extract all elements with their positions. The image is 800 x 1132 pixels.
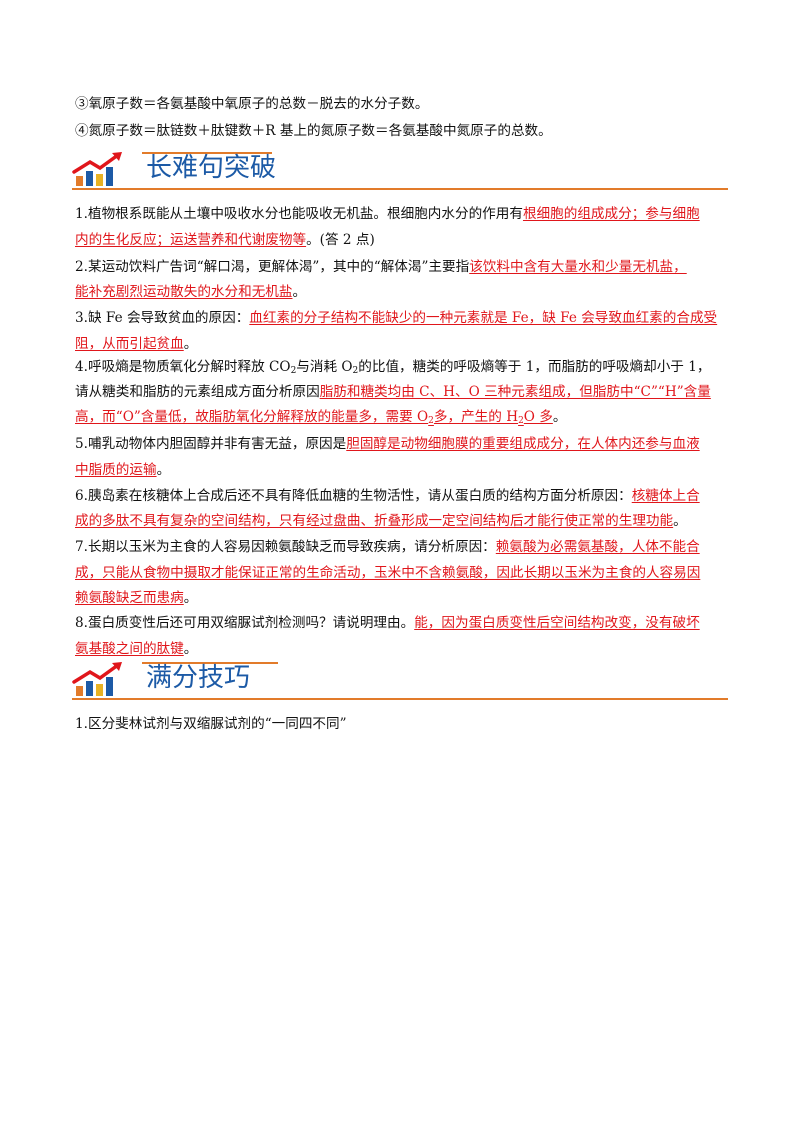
q6-answer-part-1: 核糖体上合 (631, 488, 700, 504)
q6-answer-part-2: 成的多肽不具有复杂的空间结构，只有经过盘曲、折叠形成一定空间结构后才能行使正常的… (75, 513, 674, 529)
q4-answer-part-4: O 多 (523, 409, 553, 425)
q8-line-1: 8.蛋白质变性后还可用双缩脲试剂检测吗？请说明理由。能，因为蛋白质变性后空间结构… (75, 615, 735, 632)
q4-subscript-o2-answer: 2 (428, 416, 434, 426)
section-title: 满分技巧 (146, 663, 251, 693)
q4-subscript-h2o: 2 (518, 416, 524, 426)
q4-answer-part-3: 多，产生的 H (433, 409, 519, 425)
q2-line-2: 能补充剧烈运动散失的水分和无机盐。 (75, 284, 735, 301)
q4-line-2: 请从糖类和脂肪的元素组成方面分析原因脂肪和糖类均由 C、H、O 三种元素组成，但… (75, 384, 735, 401)
q4-text-1a: 4.呼吸熵是物质氧化分解时释放 CO (75, 359, 291, 375)
rising-chart-icon (72, 152, 122, 186)
intro-line-4: ④氮原子数＝肽链数＋肽键数＋R 基上的氮原子数＝各氨基酸中氮原子的总数。 (75, 123, 552, 139)
q5-answer-part-2: 中脂质的运输 (75, 462, 157, 478)
q3-question: 3.缺 Fe 会导致贫血的原因： (75, 310, 250, 326)
q3-tail: 。 (183, 336, 198, 352)
q1-answer-part-1: 根细胞的组成成分；参与细胞 (522, 206, 700, 222)
q8-line-2: 氨基酸之间的肽键。 (75, 641, 735, 658)
q1-line-2: 内的生化反应；运送营养和代谢废物等。(答 2 点) (75, 232, 735, 249)
header-rule (72, 188, 728, 190)
q7-answer-part-1: 赖氨酸为必需氨基酸，人体不能合 (495, 539, 700, 555)
q5-question: 5.哺乳动物体内胆固醇并非有害无益，原因是 (75, 436, 347, 452)
q7-line-1: 7.长期以玉米为主食的人容易因赖氨酸缺乏而导致疾病，请分析原因：赖氨酸为必需氨基… (75, 539, 735, 556)
q6-tail: 。 (673, 513, 687, 529)
q7-line-3: 赖氨酸缺乏而患病。 (75, 590, 735, 607)
q2-answer-part-2: 能补充剧烈运动散失的水分和无机盐 (75, 284, 293, 300)
q4-line-1: 4.呼吸熵是物质氧化分解时释放 CO2与消耗 O2的比值，糖类的呼吸熵等于 1，… (75, 359, 735, 376)
header-rule (72, 698, 728, 700)
q1-question: 1.植物根系既能从土壤中吸收水分也能吸收无机盐。根细胞内水分的作用有 (75, 206, 523, 222)
q2-answer-part-1: 该饮料中含有大量水和少量无机盐， (469, 259, 687, 275)
header-accent-bar (142, 662, 278, 664)
q1-answer-part-2: 内的生化反应；运送营养和代谢废物等 (75, 232, 307, 248)
q3-answer-part-1: 血红素的分子结构不能缺少的一种元素就是 Fe，缺 Fe 会导致血红素的合成受 (249, 310, 718, 326)
q8-question: 8.蛋白质变性后还可用双缩脲试剂检测吗？请说明理由。 (75, 615, 415, 631)
q1-line-1: 1.植物根系既能从土壤中吸收水分也能吸收无机盐。根细胞内水分的作用有根细胞的组成… (75, 206, 735, 223)
tip-1: 1.区分斐林试剂与双缩脲试剂的“一同四不同” (75, 716, 347, 732)
q4-answer-part-2: 高，而“O”含量低，故脂肪氧化分解释放的能量多，需要 O (75, 409, 429, 425)
q2-question: 2.某运动饮料广告词“解口渴，更解体渴”，其中的“解体渴”主要指 (75, 259, 470, 275)
q3-line-2: 阻，从而引起贫血。 (75, 336, 735, 353)
q4-answer-part-1: 脂肪和糖类均由 C、H、O 三种元素组成，但脂肪中“C”“H”含量 (319, 384, 711, 400)
q5-line-1: 5.哺乳动物体内胆固醇并非有害无益，原因是胆固醇是动物细胞膜的重要组成成分，在人… (75, 436, 735, 453)
q4-text-1c: 的比值，糖类的呼吸熵等于 1，而脂肪的呼吸熵却小于 1， (358, 359, 711, 375)
section-header-long-sentences: 长难句突破 (72, 150, 728, 190)
rising-chart-icon (72, 662, 122, 696)
q7-tail: 。 (183, 590, 198, 606)
q6-question: 6.胰岛素在核糖体上合成后还不具有降低血糖的生物活性，请从蛋白质的结构方面分析原… (75, 488, 632, 504)
q4-line-3: 高，而“O”含量低，故脂肪氧化分解释放的能量多，需要 O2多，产生的 H2O 多… (75, 409, 735, 426)
section-title: 长难句突破 (146, 153, 277, 183)
q4-tail: 。 (552, 409, 567, 425)
q2-tail: 。 (292, 284, 307, 300)
q4-text-1b: 与消耗 O (296, 359, 353, 375)
q6-line-1: 6.胰岛素在核糖体上合成后还不具有降低血糖的生物活性，请从蛋白质的结构方面分析原… (75, 488, 735, 505)
q7-line-2: 成，只能从食物中摄取才能保证正常的生命活动，玉米中不含赖氨酸，因此长期以玉米为主… (75, 565, 735, 582)
q2-line-1: 2.某运动饮料广告词“解口渴，更解体渴”，其中的“解体渴”主要指该饮料中含有大量… (75, 259, 735, 276)
q4-subscript-o2: 2 (352, 366, 359, 376)
q8-answer-part-1: 能，因为蛋白质变性后空间结构改变，没有破坏 (414, 615, 700, 631)
q1-tail: 。(答 2 点) (306, 232, 375, 248)
q3-line-1: 3.缺 Fe 会导致贫血的原因：血红素的分子结构不能缺少的一种元素就是 Fe，缺… (75, 310, 735, 327)
q5-answer-part-1: 胆固醇是动物细胞膜的重要组成成分，在人体内还参与血液 (346, 436, 700, 452)
q5-line-2: 中脂质的运输。 (75, 462, 735, 479)
q7-question: 7.长期以玉米为主食的人容易因赖氨酸缺乏而导致疾病，请分析原因： (75, 539, 496, 555)
q4-subscript-co2: 2 (290, 366, 297, 376)
header-accent-bar (142, 152, 272, 154)
section-header-full-marks-tips: 满分技巧 (72, 660, 728, 700)
q8-answer-part-2: 氨基酸之间的肽键 (75, 641, 184, 657)
q4-question: 请从糖类和脂肪的元素组成方面分析原因 (75, 384, 320, 400)
q7-answer-part-3: 赖氨酸缺乏而患病 (75, 590, 184, 606)
q5-tail: 。 (156, 462, 171, 478)
intro-line-3: ③氧原子数＝各氨基酸中氧原子的总数－脱去的水分子数。 (75, 96, 429, 112)
q7-answer-part-2: 成，只能从食物中摄取才能保证正常的生命活动，玉米中不含赖氨酸，因此长期以玉米为主… (75, 565, 701, 581)
q8-tail: 。 (183, 641, 198, 657)
q3-answer-part-2: 阻，从而引起贫血 (75, 336, 184, 352)
q6-line-2: 成的多肽不具有复杂的空间结构，只有经过盘曲、折叠形成一定空间结构后才能行使正常的… (75, 513, 735, 530)
